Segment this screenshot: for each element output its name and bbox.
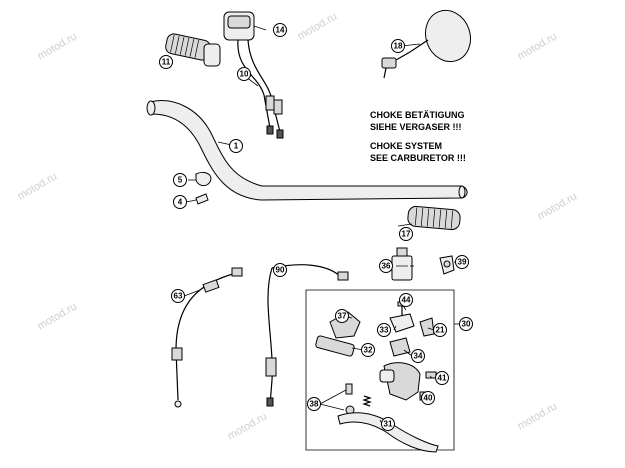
- callout-41: 41: [435, 371, 449, 385]
- svg-text:41: 41: [438, 374, 447, 383]
- svg-text:17: 17: [402, 230, 411, 239]
- svg-text:10: 10: [240, 70, 249, 79]
- svg-text:44: 44: [402, 296, 411, 305]
- svg-text:5: 5: [178, 176, 183, 185]
- svg-text:36: 36: [382, 262, 391, 271]
- callout-32: 32: [361, 343, 375, 357]
- svg-text:32: 32: [364, 346, 373, 355]
- callout-34: 34: [411, 349, 425, 363]
- callout-36: 36: [379, 259, 393, 273]
- watermark-text: motod.ru: [36, 300, 80, 332]
- callout-11: 11: [159, 55, 173, 69]
- callout-39: 39: [455, 255, 469, 269]
- mirror: [381, 9, 472, 79]
- svg-text:34: 34: [414, 352, 423, 361]
- clamp-39: [439, 255, 455, 275]
- svg-text:31: 31: [384, 420, 393, 429]
- svg-text:4: 4: [178, 198, 183, 207]
- choke-note: CHOKE BETÄTIGUNG SIEHE VERGASER !!! CHOK…: [370, 110, 466, 163]
- svg-text:21: 21: [436, 326, 445, 335]
- svg-text:38: 38: [310, 400, 319, 409]
- watermark-text: motod.ru: [36, 30, 80, 62]
- callout-4: 4: [173, 195, 187, 209]
- watermark-text: motod.ru: [16, 170, 60, 202]
- note-line-2: SIEHE VERGASER !!!: [370, 122, 462, 132]
- svg-text:11: 11: [162, 58, 171, 67]
- throttle-grip: [165, 33, 221, 67]
- svg-text:40: 40: [424, 394, 433, 403]
- cable-63: [171, 267, 243, 408]
- callout-31: 31: [381, 417, 395, 431]
- watermark-text: motod.ru: [226, 410, 270, 442]
- callout-17: 17: [399, 227, 413, 241]
- note-line-3: CHOKE SYSTEM: [370, 141, 442, 151]
- fluid-bottle: [391, 247, 413, 281]
- watermark-layer: motod.ru motod.ru motod.ru motod.ru moto…: [16, 10, 580, 442]
- svg-text:90: 90: [276, 266, 285, 275]
- callouts: 1 4 5 10 11 14 17 18 21 30 31 32 33 34 3…: [159, 23, 473, 431]
- watermark-text: motod.ru: [536, 190, 580, 222]
- svg-text:37: 37: [338, 312, 347, 321]
- clutch-assembly-box: [305, 289, 455, 451]
- clutch-cable: [265, 264, 349, 407]
- callout-63: 63: [171, 289, 185, 303]
- callout-21: 21: [433, 323, 447, 337]
- left-grip: [407, 205, 461, 231]
- note-line-1: CHOKE BETÄTIGUNG: [370, 110, 465, 120]
- note-line-4: SEE CARBURETOR !!!: [370, 153, 466, 163]
- callout-90: 90: [273, 263, 287, 277]
- callout-14: 14: [273, 23, 287, 37]
- svg-text:39: 39: [458, 258, 467, 267]
- callout-10: 10: [237, 67, 251, 81]
- callout-18: 18: [391, 39, 405, 53]
- callout-1: 1: [229, 139, 243, 153]
- callout-44: 44: [399, 293, 413, 307]
- throttle-cables: [237, 39, 284, 139]
- svg-text:18: 18: [394, 42, 403, 51]
- svg-text:33: 33: [380, 326, 389, 335]
- svg-text:30: 30: [462, 320, 471, 329]
- clamp-parts: [195, 171, 212, 205]
- svg-text:14: 14: [276, 26, 285, 35]
- callout-38: 38: [307, 397, 321, 411]
- watermark-text: motod.ru: [516, 30, 560, 62]
- callout-5: 5: [173, 173, 187, 187]
- handlebar: [146, 100, 468, 201]
- clutch-assembly: [315, 301, 439, 453]
- svg-text:63: 63: [174, 292, 183, 301]
- callout-37: 37: [335, 309, 349, 323]
- svg-text:1: 1: [234, 142, 239, 151]
- watermark-text: motod.ru: [296, 10, 340, 42]
- callout-30: 30: [459, 317, 473, 331]
- callout-40: 40: [421, 391, 435, 405]
- callout-33: 33: [377, 323, 391, 337]
- watermark-text: motod.ru: [516, 400, 560, 432]
- throttle-housing: [223, 11, 255, 41]
